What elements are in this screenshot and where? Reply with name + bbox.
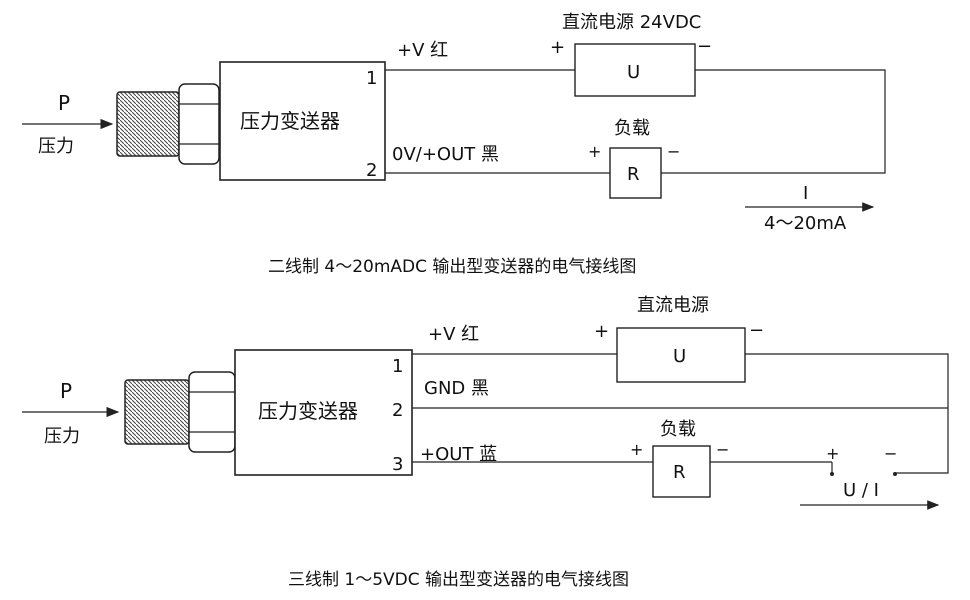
top-wire-1-label: +V 红: [397, 40, 448, 61]
bottom-power-minus: −: [749, 320, 764, 341]
bottom-meter-plus: +: [826, 444, 839, 463]
bottom-power-return: [745, 353, 949, 474]
top-load-box: [609, 147, 662, 199]
top-current-label: I: [803, 183, 808, 204]
bottom-load-title: 负载: [660, 419, 696, 440]
top-load-box-label: R: [627, 164, 640, 185]
top-terminal-2: 2: [366, 160, 377, 181]
bottom-terminal-1: 1: [392, 356, 403, 377]
bottom-diagram: P 压力 压力变送器 1 2 3 +V 红 GND 黑 U 直流电源 + − +…: [22, 295, 949, 590]
bottom-power-plus: +: [594, 321, 609, 342]
top-diagram: P 压力 压力变送器 1 2 +V 红 U 直流电源 24VDC + − 0V/…: [22, 12, 886, 277]
top-power-box: [574, 43, 696, 97]
top-input-sub: 压力: [38, 136, 74, 157]
bottom-meter-plus-terminal: [830, 472, 834, 476]
top-current-range: 4～20mA: [764, 213, 847, 234]
bottom-meter-minus-terminal: [893, 472, 897, 476]
bottom-terminal-2: 2: [392, 400, 403, 421]
top-wire-2-label: 0V/+OUT 黑: [392, 144, 499, 165]
bottom-wire-2-label: GND 黑: [424, 378, 489, 399]
bottom-power-box: [616, 327, 746, 383]
bottom-caption: 三线制 1～5VDC 输出型变送器的电气接线图: [288, 570, 629, 590]
bottom-wire-1-label: +V 红: [428, 324, 479, 345]
bottom-input-label: P: [60, 379, 72, 403]
bottom-transmitter-box: [234, 349, 413, 476]
bottom-load-box-label: R: [673, 462, 686, 483]
top-load-plus: +: [588, 142, 601, 161]
bottom-power-title: 直流电源: [637, 295, 709, 316]
top-transmitter-box: [219, 61, 386, 181]
top-power-minus: −: [697, 36, 712, 57]
top-load-minus: −: [667, 142, 680, 161]
bottom-load-plus: +: [630, 440, 643, 459]
bottom-load-box: [652, 445, 711, 498]
bottom-device-label: 压力变送器: [258, 399, 358, 423]
top-terminal-1: 1: [366, 68, 377, 89]
top-fitting: [116, 83, 220, 165]
bottom-terminal-3: 3: [392, 454, 403, 475]
top-power-plus: +: [550, 37, 565, 58]
bottom-load-minus: −: [716, 440, 729, 459]
top-power-box-label: U: [627, 62, 640, 83]
top-power-title: 直流电源 24VDC: [562, 12, 701, 33]
bottom-input-sub: 压力: [44, 426, 80, 447]
bottom-fitting: [124, 371, 236, 453]
top-input-label: P: [58, 91, 70, 115]
top-device-label: 压力变送器: [240, 109, 340, 133]
bottom-meter-label: U / I: [843, 480, 879, 501]
top-load-title: 负载: [614, 118, 650, 139]
bottom-wire-3-label: +OUT 蓝: [420, 444, 497, 465]
top-caption: 二线制 4～20mADC 输出型变送器的电气接线图: [268, 257, 636, 277]
top-return-wire: [661, 69, 886, 174]
bottom-meter-minus: −: [884, 444, 897, 463]
bottom-power-box-label: U: [673, 346, 686, 367]
